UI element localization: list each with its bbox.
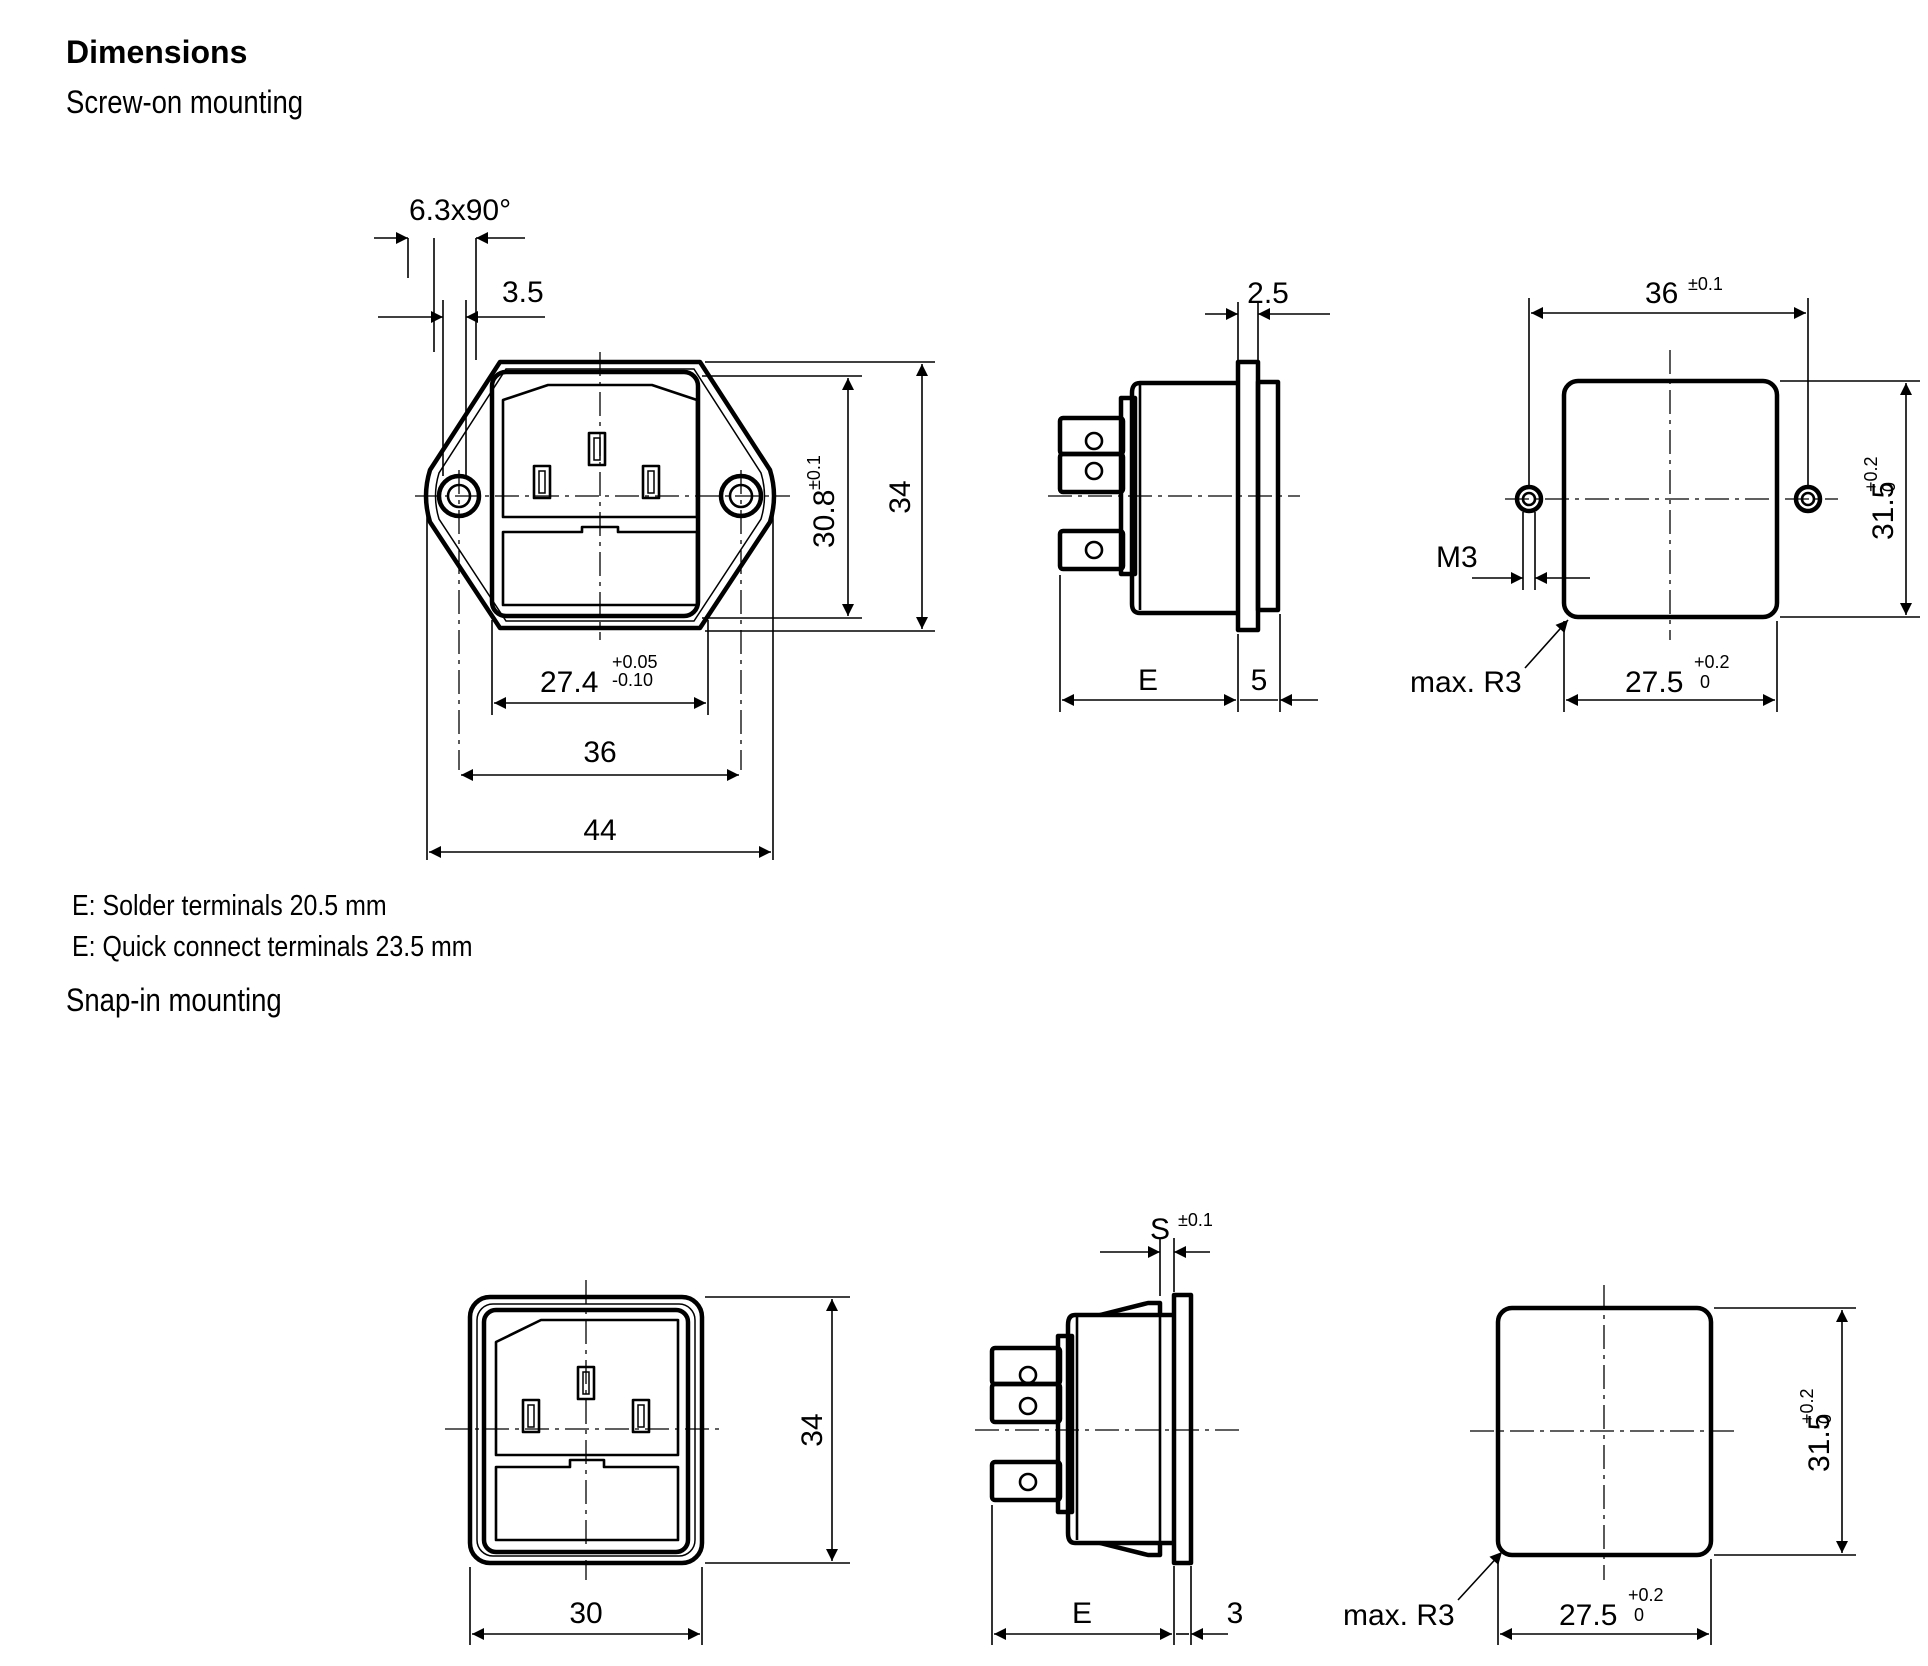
label-snap-cutout-height: 31.5 (1803, 1414, 1836, 1472)
label-cutout-width: 27.5 (1625, 666, 1683, 699)
leader-radius (1524, 619, 1569, 669)
label-snap-radius: max. R3 (1343, 1599, 1455, 1632)
label-tab-size: 6.3x90° (409, 194, 511, 227)
terminal-neutral (1057, 528, 1126, 572)
neutral-pin-slot (641, 464, 661, 500)
label-cutout-height-tol-upper: +0.2 (1861, 456, 1881, 492)
screw-on-front-view: 6.3x90° 3.5 30.8 ±0.1 34 27.4 +0.05 -0.1… (374, 194, 935, 860)
earth-pin-slot (587, 431, 607, 467)
snap-leader-radius (1457, 1551, 1503, 1601)
label-cutout-width-tol-lower: 0 (1700, 672, 1710, 692)
socket-body (489, 369, 701, 619)
snap-terminal-line (989, 1381, 1063, 1425)
label-pitch: 3.5 (502, 276, 544, 309)
snap-terminal-hole (1018, 1396, 1038, 1416)
screw-on-side-view: 2.5 E 5 (1048, 277, 1330, 712)
snap-in-panel-cutout: 31.5 +0.2 0 max. R3 27.5 +0.2 0 (1343, 1285, 1856, 1645)
label-inner-width-tolerance-upper: +0.05 (612, 652, 658, 672)
label-snap-cutout-width: 27.5 (1559, 1599, 1617, 1632)
label-radius: max. R3 (1410, 666, 1522, 699)
snap-line-pin-slot (521, 1398, 541, 1434)
label-snap-height: 34 (796, 1413, 829, 1446)
label-flange: 2.5 (1247, 277, 1289, 310)
flange-outline (423, 359, 777, 631)
label-thread: M3 (1436, 541, 1478, 574)
terminal-hole (1084, 461, 1104, 481)
snap-terminal-neutral (989, 1459, 1063, 1503)
label-panel: 5 (1251, 664, 1268, 697)
snap-fuse-drawer-outline (494, 1458, 680, 1542)
side-body-outline (1129, 380, 1238, 616)
note-solder-terminals: E: Solder terminals 20.5 mm (72, 890, 387, 922)
section-title-snap-in: Snap-in mounting (66, 982, 282, 1018)
label-cutout-height-tol-lower: 0 (1879, 482, 1899, 492)
note-quick-connect-terminals: E: Quick connect terminals 23.5 mm (72, 931, 473, 963)
flange-inner-outline (434, 368, 766, 622)
label-flange-width: 44 (583, 814, 616, 847)
label-snap-thickness: S (1150, 1213, 1170, 1246)
label-inner-height-tolerance: ±0.1 (804, 455, 824, 490)
label-cutout-width-tol-upper: +0.2 (1694, 652, 1730, 672)
snap-neutral-pin-slot (631, 1398, 651, 1434)
iec-socket-outline (501, 383, 699, 519)
label-snap-cutout-height-tol-lower: 0 (1815, 1414, 1835, 1424)
label-inner-height: 30.8 (808, 490, 841, 548)
earth-pin (593, 437, 601, 461)
label-inner-width-tolerance-lower: -0.10 (612, 670, 653, 690)
snap-side-body (1065, 1312, 1174, 1546)
section-title-screw-on: Screw-on mounting (66, 84, 304, 120)
page-title: Dimensions (66, 34, 248, 70)
label-snap-width: 30 (569, 1597, 602, 1630)
snap-line-pin (527, 1404, 535, 1428)
label-snap-thickness-tolerance: ±0.1 (1178, 1210, 1213, 1230)
terminal-hole (1084, 431, 1104, 451)
snap-side-flange (1171, 1292, 1194, 1566)
screw-on-panel-cutout: 36 ±0.1 M3 31.5 +0.2 0 max. R3 27.5 +0.2… (1410, 274, 1920, 712)
snap-in-side-view: S ±0.1 E 3 (975, 1210, 1243, 1645)
snap-terminal-hole (1018, 1472, 1038, 1492)
label-snap-cutout-width-tol-lower: 0 (1634, 1605, 1644, 1625)
label-cutout-hole-pitch: 36 (1645, 277, 1678, 310)
label-cutout-height: 31.5 (1867, 482, 1900, 540)
neutral-pin (647, 470, 655, 494)
label-hole-pitch: 36 (583, 736, 616, 769)
label-snap-panel: 3 (1227, 1597, 1244, 1630)
label-snap-cutout-height-tol-upper: +0.2 (1797, 1388, 1817, 1424)
label-snap-depth-e: E (1072, 1597, 1092, 1630)
snap-in-front-view: 34 30 (445, 1280, 850, 1645)
label-snap-cutout-width-tol-upper: +0.2 (1628, 1585, 1664, 1605)
line-pin (538, 470, 546, 494)
label-inner-width: 27.4 (540, 666, 598, 699)
terminal-hole (1084, 540, 1104, 560)
snap-iec-socket-outline (494, 1318, 680, 1457)
fuse-drawer-outline (501, 525, 699, 607)
terminal-line (1057, 451, 1126, 495)
snap-terminal-hole (1018, 1365, 1038, 1385)
label-depth-e: E (1138, 664, 1158, 697)
label-cutout-hole-pitch-tolerance: ±0.1 (1688, 274, 1723, 294)
snap-neutral-pin (637, 1404, 645, 1428)
label-height: 34 (884, 480, 917, 513)
line-pin-slot (532, 464, 552, 500)
